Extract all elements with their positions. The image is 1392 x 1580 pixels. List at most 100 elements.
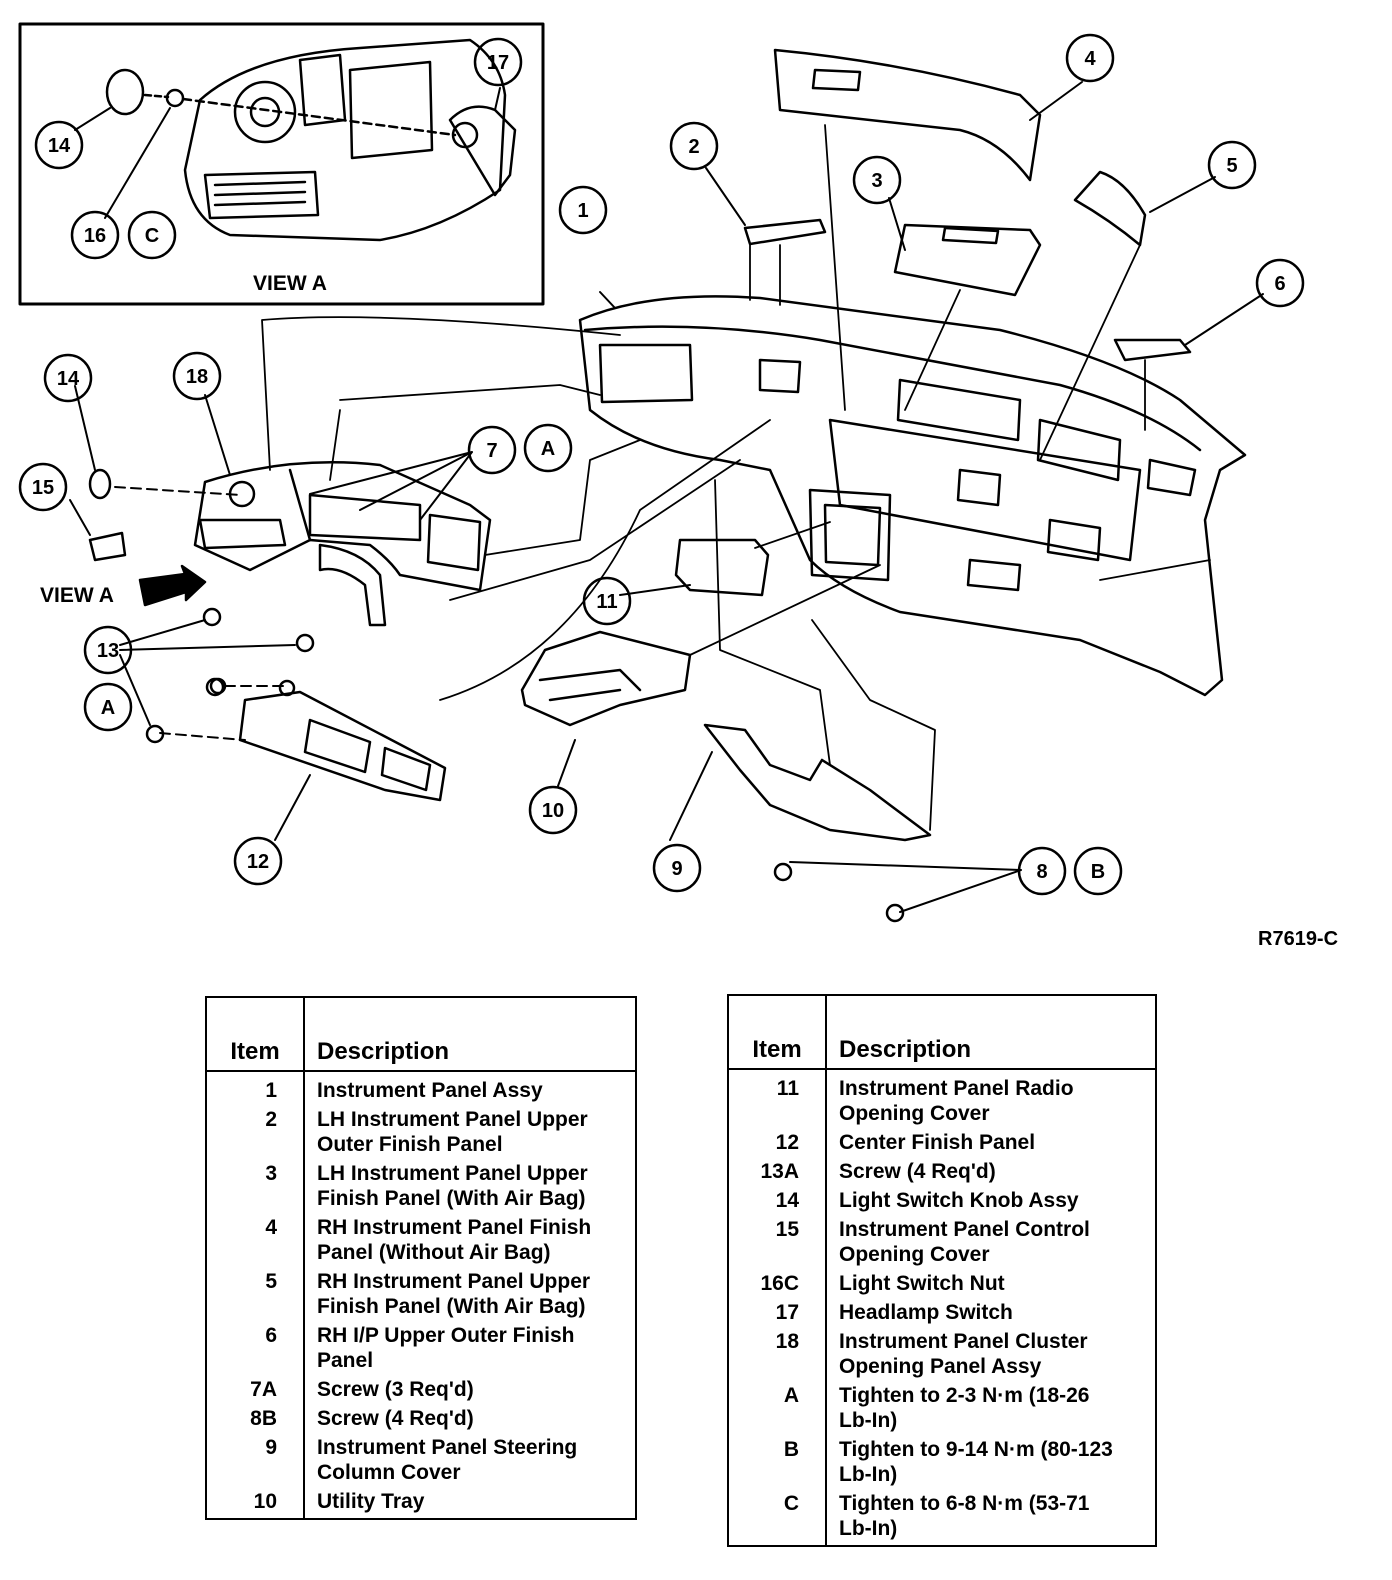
part-15-drawing	[88, 531, 127, 562]
item-column-header: Item	[728, 995, 826, 1070]
callout-16-inset-label: 16	[84, 225, 106, 247]
part-3-drawing	[893, 223, 1042, 297]
part-10-drawing	[520, 630, 692, 727]
description-line-2: Panel	[317, 1349, 374, 1372]
description-line-1: Utility Tray	[317, 1490, 425, 1513]
callout-8-b-label: B	[1091, 861, 1105, 883]
description-line-1: Instrument Panel Steering	[317, 1436, 578, 1459]
callout-9-label: 9	[671, 858, 682, 880]
description-column-header: Description	[303, 997, 636, 1072]
part-2-drawing	[743, 218, 827, 246]
table-row: 10 Utility Tray	[206, 1489, 636, 1519]
table-header-row: Item Description	[728, 995, 1156, 1070]
part-6-drawing	[1113, 338, 1192, 362]
description-line-1: RH Instrument Panel Finish	[317, 1216, 592, 1239]
item-number: 2	[265, 1108, 277, 1131]
description-line-1: Instrument Panel Control	[839, 1218, 1090, 1241]
leader-lines	[69, 81, 1264, 913]
description-line-2: Opening Panel Assy	[839, 1355, 1042, 1378]
callout-2: 2	[669, 121, 719, 171]
item-number: 15	[775, 1218, 799, 1241]
description-column-header: Description	[825, 995, 1156, 1070]
description-line-2: Finish Panel (With Air Bag)	[317, 1187, 586, 1210]
item-number: B	[783, 1438, 799, 1461]
callout-c-inset: C	[127, 210, 177, 260]
callout-5-label: 5	[1226, 155, 1237, 177]
view-a-arrow	[138, 564, 207, 607]
callout-18: 18	[172, 351, 222, 401]
item-description: Center Finish Panel	[825, 1130, 1156, 1159]
callout-8-label: 8	[1036, 861, 1047, 883]
callout-3: 3	[852, 155, 902, 205]
item-number: 13A	[760, 1160, 799, 1183]
callout-c-inset-label: C	[145, 225, 159, 247]
description-line-1: Tighten to 2-3 N·m (18-26	[839, 1384, 1090, 1407]
view-a-inset-label: VIEW A	[253, 272, 327, 295]
item-number: A	[783, 1384, 799, 1407]
callout-8: 8	[1017, 846, 1067, 896]
description-line-1: Screw (4 Req'd)	[317, 1407, 474, 1430]
callout-15-label: 15	[32, 477, 54, 499]
description-line-1: Tighten to 6-8 N·m (53-71	[839, 1492, 1090, 1515]
callout-2-label: 2	[688, 136, 699, 158]
item-number: 5	[265, 1270, 277, 1293]
view-a-inset-drawing	[105, 38, 517, 242]
description-line-1: Instrument Panel Cluster	[839, 1330, 1088, 1353]
part-14-drawing	[88, 468, 112, 500]
callout-7-a-label: A	[541, 438, 555, 460]
part-11-drawing	[674, 538, 770, 597]
part-18-drawing	[193, 461, 492, 627]
item-number: 10	[253, 1490, 277, 1513]
item-description: Headlamp Switch	[825, 1300, 1156, 1329]
description-line-2: Lb-In)	[839, 1463, 898, 1486]
callout-13-label: 13	[97, 640, 119, 662]
screw-8-set	[773, 862, 905, 923]
description-line-2: Lb-In)	[839, 1517, 898, 1540]
callout-12-label: 12	[247, 851, 269, 873]
description-line-2: Lb-In)	[839, 1409, 898, 1432]
description-line-1: Headlamp Switch	[839, 1301, 1013, 1324]
description-line-2: Column Cover	[317, 1461, 461, 1484]
callout-11-label: 11	[596, 591, 617, 613]
callout-7: 7	[467, 425, 517, 475]
callout-11: 11	[582, 576, 632, 626]
callout-3-label: 3	[871, 170, 882, 192]
item-number: 14	[775, 1189, 799, 1212]
item-number: 18	[775, 1330, 799, 1353]
callout-1-label: 1	[577, 200, 588, 222]
item-number: 12	[775, 1131, 799, 1154]
callout-6-label: 6	[1274, 273, 1285, 295]
description-line-1: Center Finish Panel	[839, 1131, 1036, 1154]
table-row: 17 Headlamp Switch	[728, 1300, 1156, 1329]
description-line-2: Finish Panel (With Air Bag)	[317, 1295, 586, 1318]
description-line-1: Light Switch Nut	[839, 1272, 1005, 1295]
callout-13: 13	[83, 625, 133, 675]
table-header-row: Item Description	[206, 997, 636, 1072]
exploded-diagram: 1 2 3 4 5 6 7 A 8 B 9 10 11 12 13 A 14 1…	[18, 22, 1305, 923]
part-9-drawing	[703, 723, 932, 842]
description-line-2: Opening Cover	[839, 1243, 990, 1266]
description-line-2: Opening Cover	[839, 1102, 990, 1125]
item-number: 17	[775, 1301, 799, 1324]
part-5-drawing	[1073, 170, 1147, 247]
item-number: 1	[265, 1079, 277, 1102]
view-a-arrow-label: VIEW A	[40, 584, 114, 607]
callout-7-a: A	[523, 423, 573, 473]
part-12-drawing	[209, 677, 447, 802]
callout-8-b: B	[1073, 846, 1123, 896]
